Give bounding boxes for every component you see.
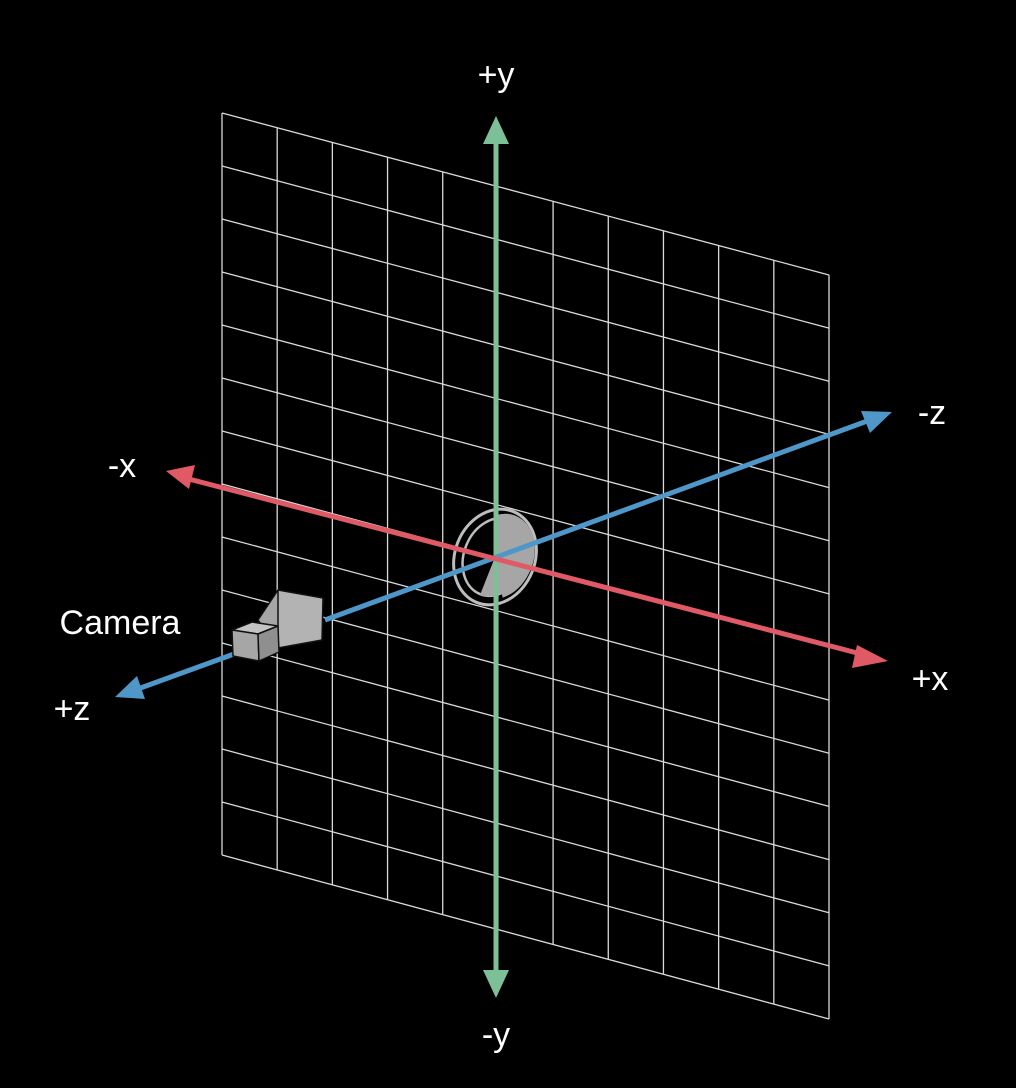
grid-line-horizontal xyxy=(221,642,830,808)
grid-line-horizontal xyxy=(221,112,830,276)
pos-x-label: +x xyxy=(912,660,949,698)
pos-z-label: +z xyxy=(54,690,91,728)
neg-x-arrowhead xyxy=(166,465,195,489)
pos-y-arrowhead xyxy=(483,116,509,144)
grid-line-horizontal xyxy=(221,801,830,967)
grid-line-horizontal xyxy=(221,748,830,914)
grid-line-horizontal xyxy=(221,218,830,382)
neg-z-label: -z xyxy=(918,394,946,432)
camera-label: Camera xyxy=(60,604,181,642)
grid-line-horizontal xyxy=(221,271,830,436)
pos-z-arrowhead xyxy=(115,676,145,699)
neg-y-arrowhead xyxy=(483,970,509,998)
pos-x-arrowhead xyxy=(852,645,888,668)
neg-x-label: -x xyxy=(108,447,136,485)
grid-line-horizontal xyxy=(221,430,830,595)
grid-line-horizontal xyxy=(221,377,830,542)
grid-line-horizontal xyxy=(221,165,830,329)
neg-z-arrowhead xyxy=(861,411,892,433)
camera-icon xyxy=(231,589,324,662)
x-axis xyxy=(166,465,888,668)
grid-line-horizontal xyxy=(221,324,830,489)
grid-line-horizontal xyxy=(221,695,830,861)
grid-line-horizontal xyxy=(221,854,830,1020)
neg-y-label: -y xyxy=(482,1016,510,1054)
z-axis xyxy=(115,411,892,699)
pos-y-label: +y xyxy=(478,56,515,94)
grid-line-horizontal xyxy=(221,536,830,701)
